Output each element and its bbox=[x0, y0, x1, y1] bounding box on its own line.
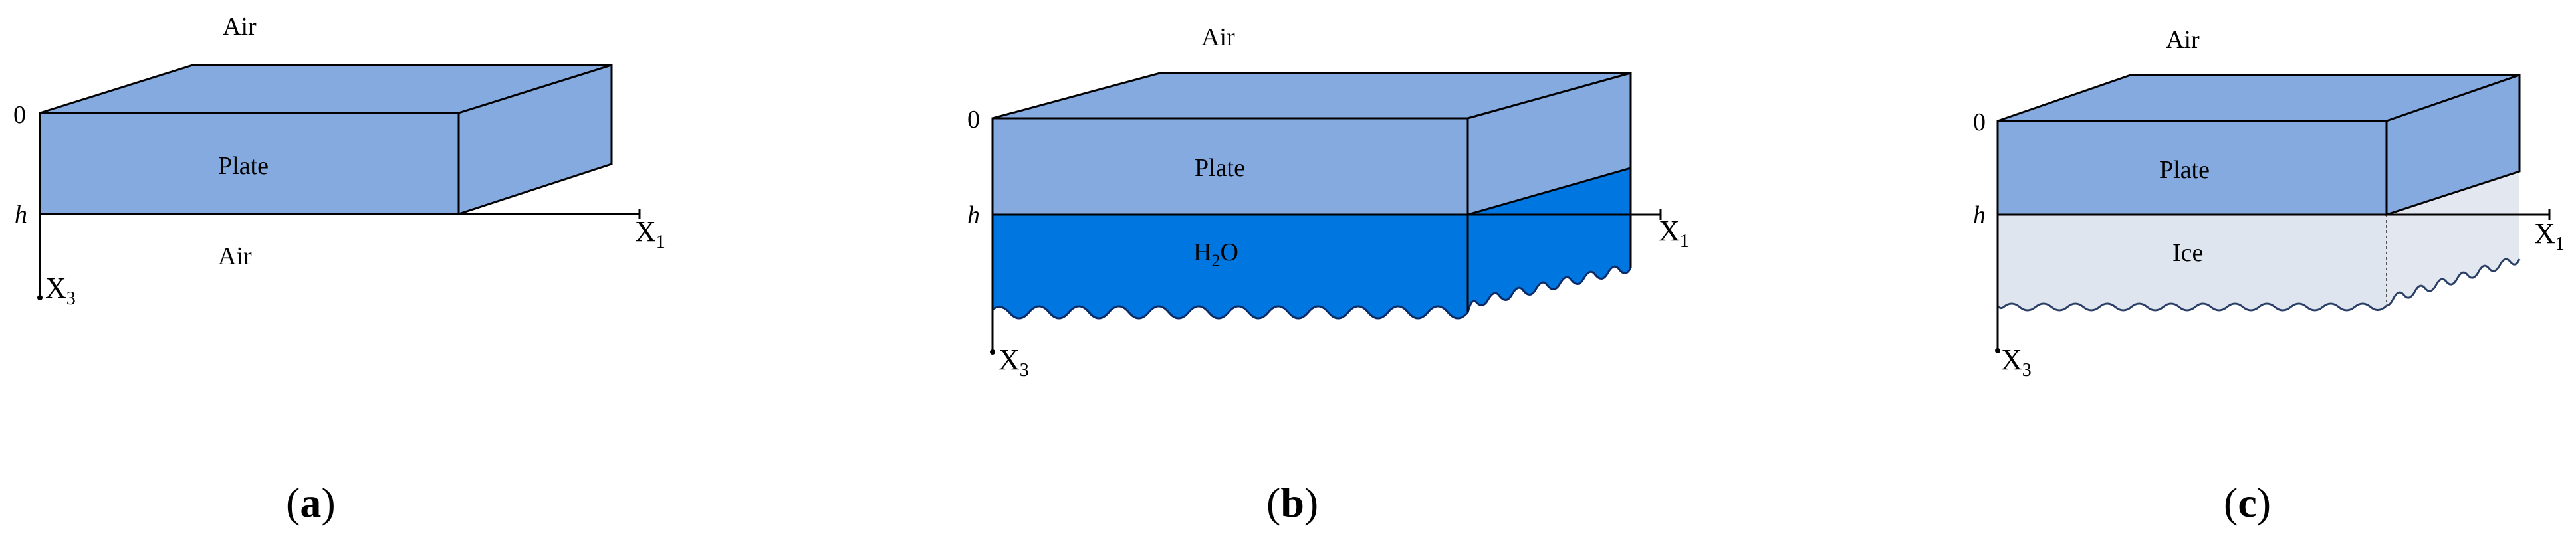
x1-label-b: X1 bbox=[1659, 215, 1689, 252]
panel-a: Air Plate Air 0 h X1 X3 (a) bbox=[13, 13, 665, 526]
ice-front-face-c bbox=[1998, 215, 2387, 310]
plate-front-face-a bbox=[39, 112, 460, 215]
zero-label-b: 0 bbox=[967, 106, 980, 134]
h-label-c: h bbox=[1973, 201, 1986, 229]
water-front-face-b bbox=[993, 215, 1468, 318]
air-bottom-label-a: Air bbox=[218, 242, 252, 270]
caption-a: (a) bbox=[286, 479, 336, 526]
x3-axis-end-c bbox=[1995, 348, 2000, 353]
water-side-face-b bbox=[1468, 168, 1631, 312]
air-top-label-b: Air bbox=[1201, 23, 1235, 51]
plate-label-a: Plate bbox=[218, 152, 269, 180]
caption-c: (c) bbox=[2224, 479, 2271, 526]
panel-c: Air Plate Ice 0 h X1 X3 (c) bbox=[1973, 26, 2565, 526]
air-top-label-c: Air bbox=[2166, 26, 2200, 54]
x3-axis-end-b bbox=[990, 349, 995, 355]
x3-label-a: X3 bbox=[45, 272, 76, 309]
ice-wave-outline-c bbox=[1996, 258, 2521, 312]
x3-label-c: X3 bbox=[2001, 343, 2032, 381]
h-label-b: h bbox=[967, 201, 980, 229]
plate-label-c: Plate bbox=[2159, 156, 2210, 184]
panel-b: Air Plate H2O 0 h X1 X3 (b) bbox=[967, 23, 1689, 526]
plate-label-b: Plate bbox=[1195, 154, 1245, 182]
air-top-label-a: Air bbox=[223, 13, 257, 41]
x1-label-a: X1 bbox=[635, 215, 665, 252]
zero-label-a: 0 bbox=[13, 101, 26, 129]
zero-label-c: 0 bbox=[1973, 108, 1986, 136]
medium-label-c: Ice bbox=[2172, 239, 2203, 267]
h-label-a: h bbox=[15, 201, 27, 229]
x3-label-b: X3 bbox=[998, 343, 1029, 381]
x3-axis-end-a bbox=[37, 295, 43, 300]
caption-b: (b) bbox=[1266, 479, 1318, 526]
medium-label-b: H2O bbox=[1193, 238, 1238, 270]
water-wave-outline-b bbox=[992, 265, 1632, 320]
x1-label-c: X1 bbox=[2534, 217, 2565, 254]
ice-side-face-c bbox=[2387, 171, 2519, 306]
